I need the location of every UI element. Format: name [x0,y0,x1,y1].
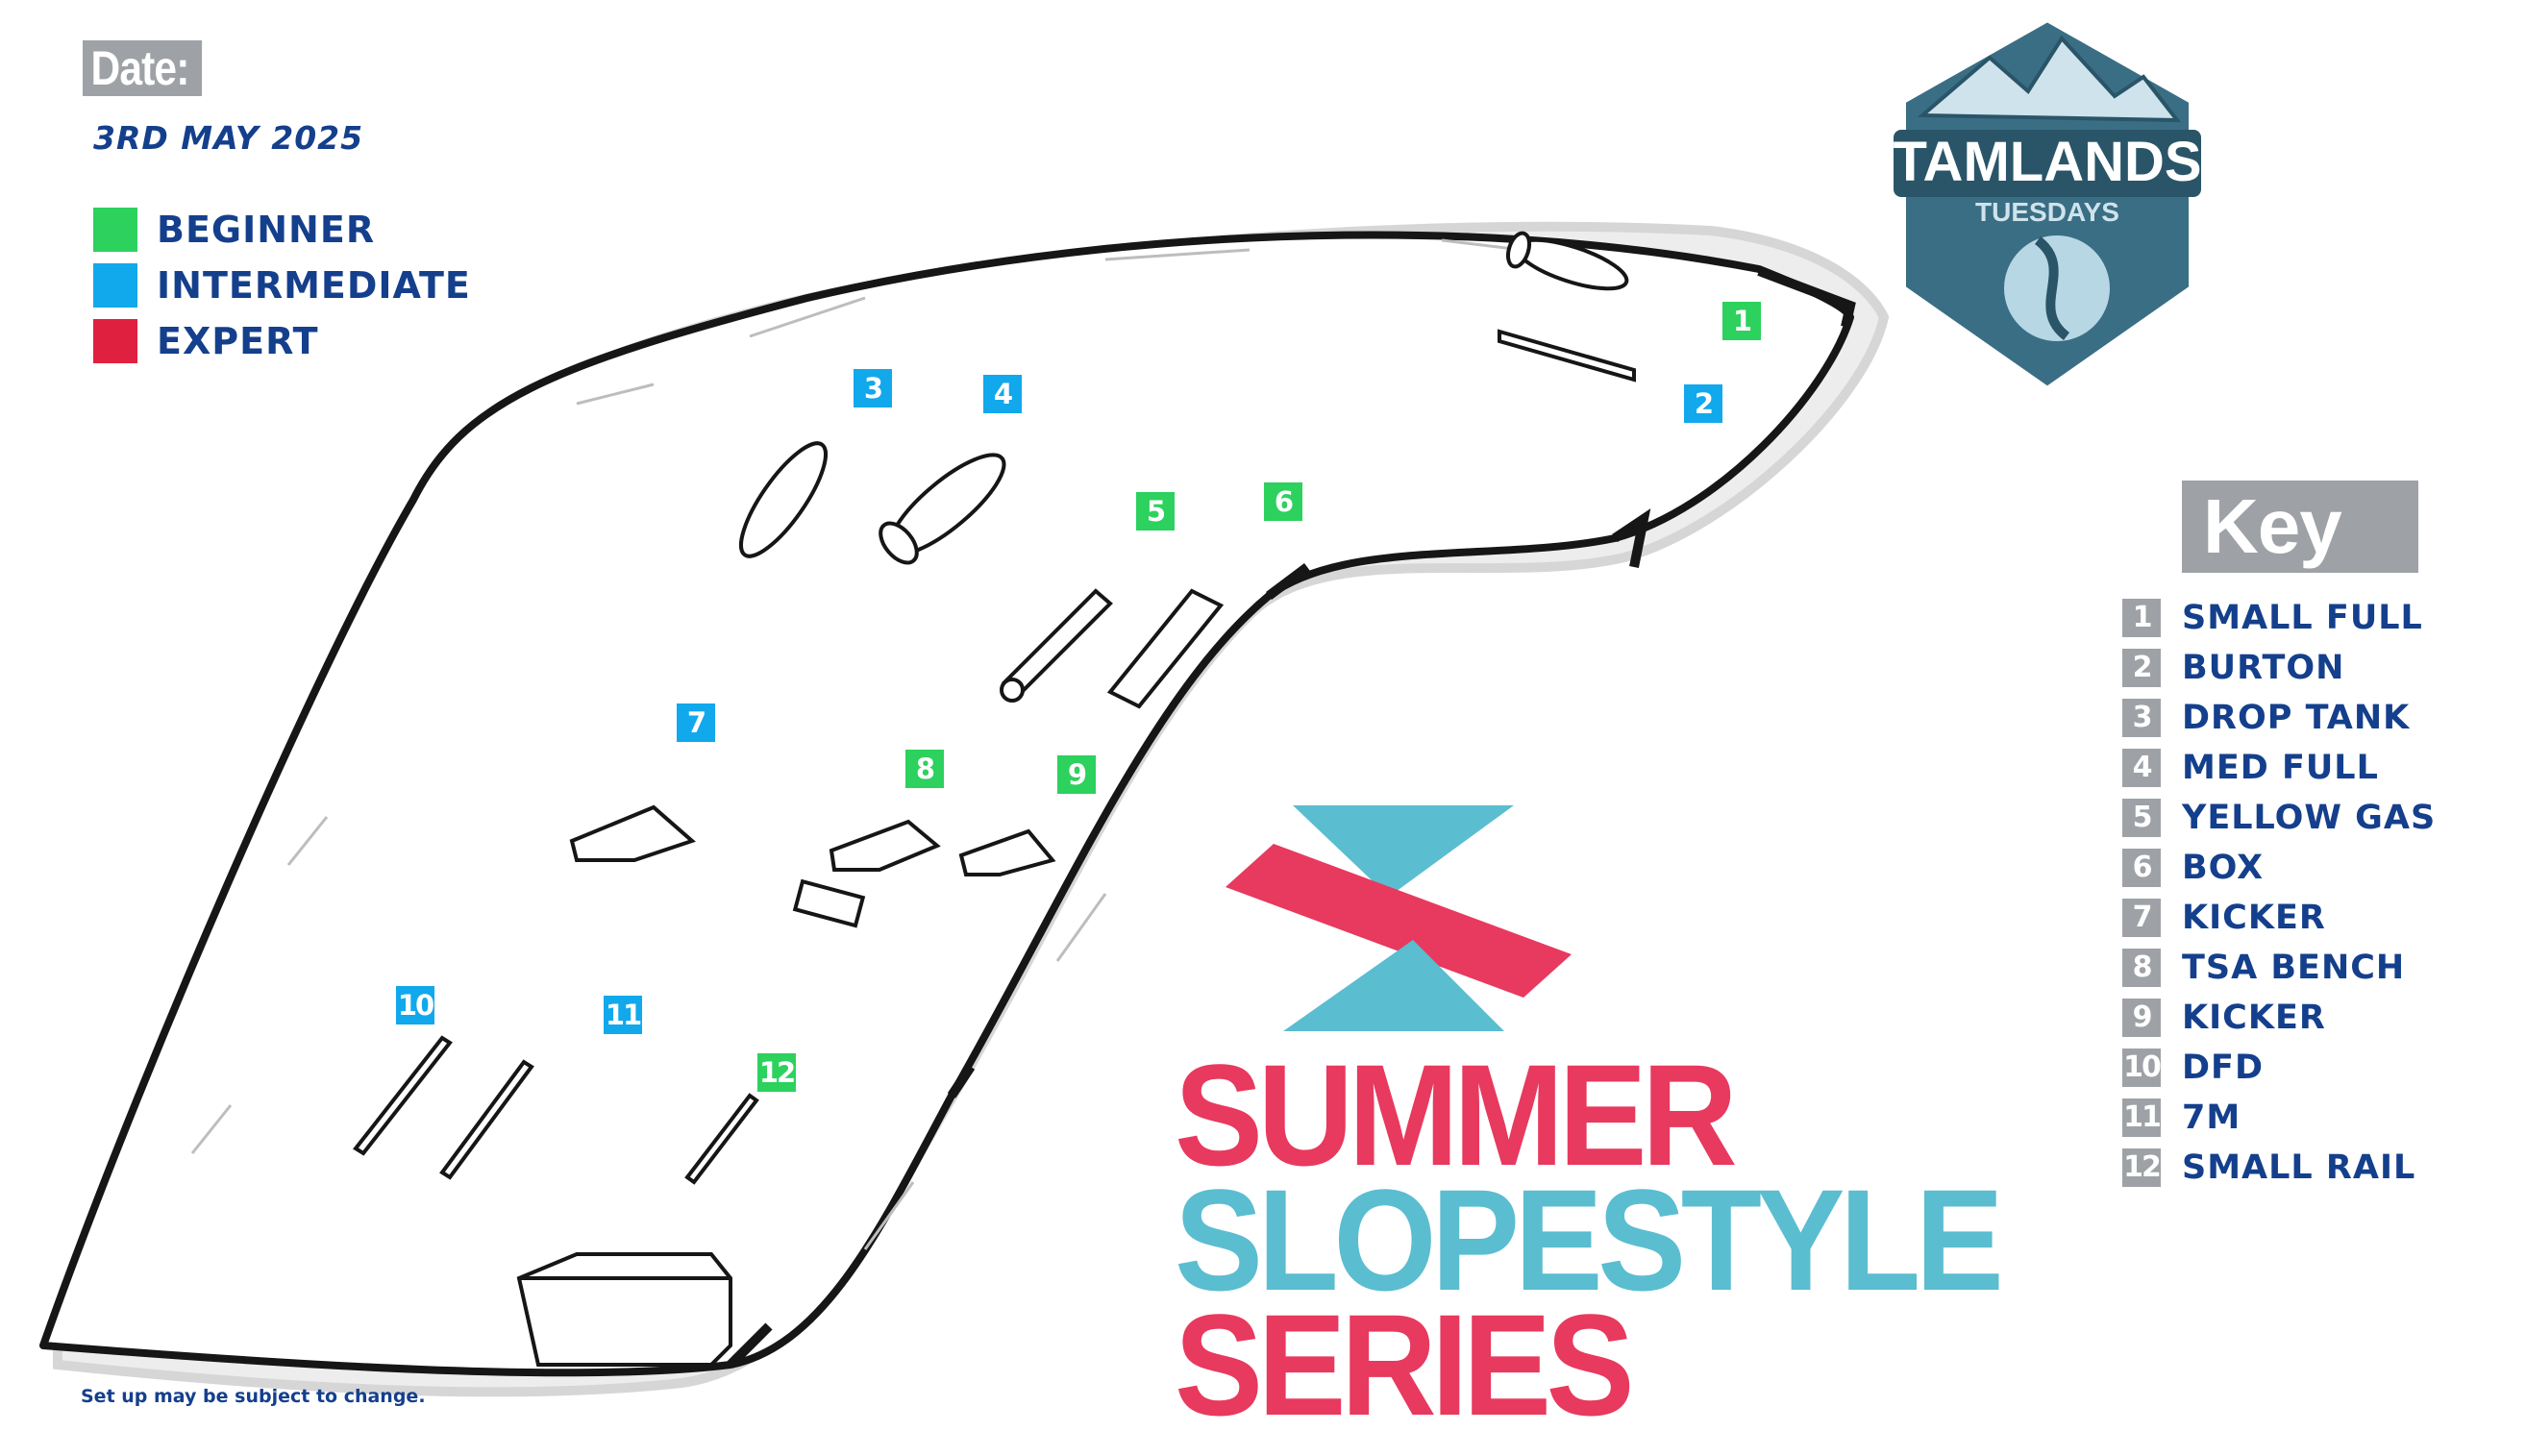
legend-swatch-intermediate [93,263,137,308]
disclaimer: Set up may be subject to change. [81,1386,426,1407]
logo-sub: TUESDAYS [1975,197,2119,227]
key-label: MED FULL [2182,749,2379,787]
key-item: 7 KICKER [2122,898,2326,938]
key-item: 5 YELLOW GAS [2122,798,2436,838]
legend-swatch-expert [93,319,137,363]
key-label: BOX [2182,849,2265,887]
event-title-line-1: SUMMER [1175,1034,1738,1196]
key-number: 4 [2122,749,2161,787]
key-number: 9 [2122,999,2161,1037]
key-item: 9 KICKER [2122,998,2326,1038]
key-label: DFD [2182,1049,2265,1087]
map-marker-12: 12 [757,1053,796,1092]
key-title: Key [2182,481,2418,573]
key-number: 2 [2122,649,2161,687]
key-label: TSA BENCH [2182,949,2406,987]
legend-item-intermediate: INTERMEDIATE [93,263,471,308]
key-item: 11 7M [2122,1098,2241,1138]
key-item: 2 BURTON [2122,648,2344,688]
key-label: KICKER [2182,999,2326,1037]
event-title-line-2: SLOPESTYLE [1175,1159,2004,1320]
key-item: 3 DROP TANK [2122,698,2410,738]
key-number: 3 [2122,699,2161,737]
key-number: 11 [2122,1098,2162,1137]
key-number: 6 [2122,849,2161,887]
map-marker-10: 10 [396,986,434,1024]
date-value: 3RD MAY 2025 [93,119,364,157]
map-marker-6: 6 [1264,482,1302,521]
map-marker-3: 3 [854,369,892,407]
key-item: 12 SMALL RAIL [2122,1148,2415,1188]
map-marker-2: 2 [1684,384,1722,423]
key-number: 1 [2122,599,2161,637]
series-s-logo [1226,805,1572,1031]
key-number: 10 [2122,1049,2162,1087]
key-label: YELLOW GAS [2182,799,2437,837]
key-label: SMALL RAIL [2182,1148,2416,1187]
key-label: BURTON [2182,649,2345,687]
legend-item-expert: EXPERT [93,319,319,363]
map-marker-5: 5 [1136,492,1175,531]
key-number: 7 [2122,899,2161,937]
key-item: 10 DFD [2122,1048,2264,1088]
legend-label: INTERMEDIATE [157,264,471,307]
key-item: 8 TSA BENCH [2122,948,2405,988]
key-item: 6 BOX [2122,848,2264,888]
legend-swatch-beginner [93,208,137,252]
map-marker-1: 1 [1722,302,1761,340]
map-marker-11: 11 [604,996,642,1034]
park-features [353,231,1636,1367]
edge-accents [727,266,1856,1369]
legend-item-beginner: BEGINNER [93,208,375,252]
key-label: 7M [2182,1098,2241,1137]
map-marker-4: 4 [983,375,1022,413]
key-label: SMALL FULL [2182,599,2423,637]
tamlands-logo: TAMLANDS TUESDAYS [1893,15,2202,393]
key-number: 8 [2122,949,2161,987]
key-label: DROP TANK [2182,699,2411,737]
map-marker-8: 8 [905,750,944,788]
key-item: 1 SMALL FULL [2122,598,2423,638]
date-label: Date: [83,40,203,96]
logo-name: TAMLANDS [1893,131,2201,193]
legend-label: EXPERT [157,320,319,362]
key-number: 5 [2122,799,2161,837]
slope-outline [39,231,1854,1377]
event-title-line-3: SERIES [1175,1284,1635,1445]
legend-label: BEGINNER [157,209,376,251]
key-number: 12 [2122,1148,2162,1187]
map-marker-7: 7 [677,703,715,742]
map-marker-9: 9 [1057,755,1096,794]
key-label: KICKER [2182,899,2326,937]
key-item: 4 MED FULL [2122,748,2379,788]
